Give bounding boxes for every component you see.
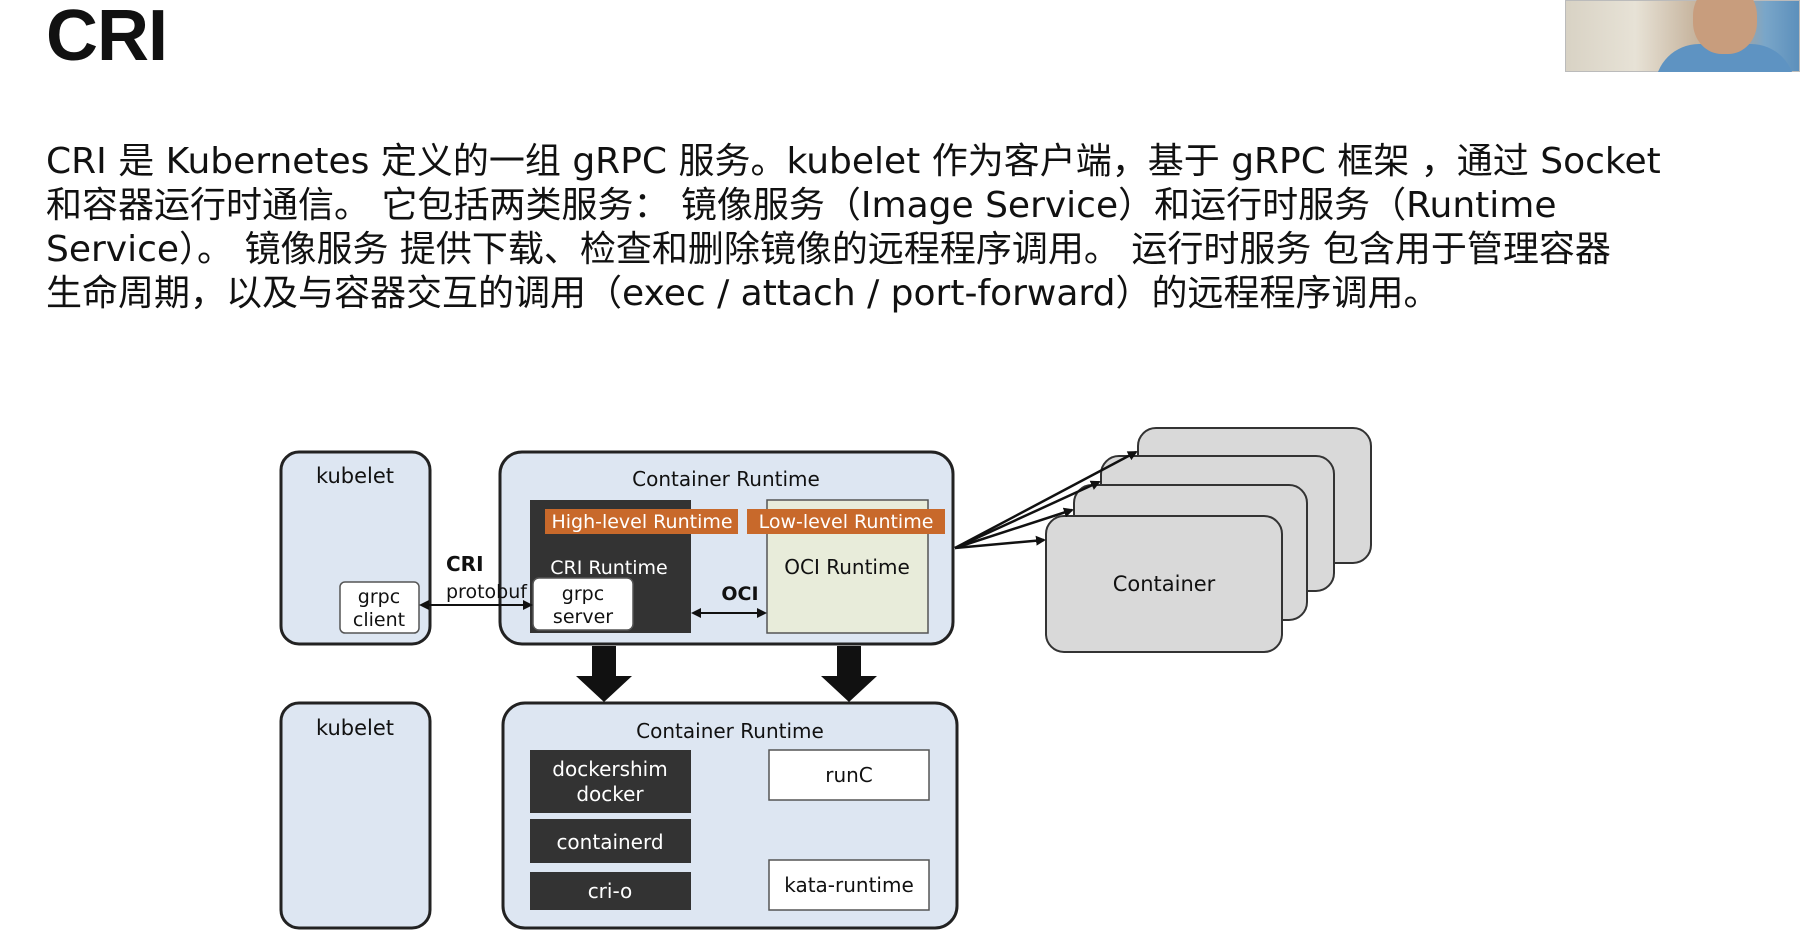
description-paragraph: CRI 是 Kubernetes 定义的一组 gRPC 服务。kubelet 作… [46, 140, 1686, 316]
grpc-client-label: grpc [358, 586, 400, 608]
container-runtime-title-bottom: Container Runtime [636, 719, 824, 743]
description-line: 和容器运行时通信。 它包括两类服务： 镜像服务（Image Service）和运… [46, 185, 1557, 226]
low-level-runtime-label: Low-level Runtime [759, 511, 934, 533]
dockershim-box [530, 750, 691, 813]
description-line: CRI 是 Kubernetes 定义的一组 gRPC 服务。kubelet 作… [46, 141, 1661, 182]
container-fan-arrow [954, 535, 1046, 550]
high-level-runtime-label: High-level Runtime [551, 511, 732, 533]
kata-runtime-box [768, 859, 930, 911]
container-card-front [1045, 515, 1283, 653]
grpc-server-label: grpc [562, 583, 604, 605]
docker-label: docker [576, 782, 644, 806]
down-arrow-left [576, 646, 632, 702]
container-label: Container [1113, 572, 1216, 596]
grpc-server-box [532, 577, 634, 631]
low-level-runtime-banner [747, 509, 945, 534]
kata-runtime-label: kata-runtime [784, 873, 914, 897]
runc-box [768, 749, 930, 801]
container-runtime-title-top: Container Runtime [632, 467, 820, 491]
grpc-server-label: server [553, 606, 613, 628]
kubelet-label-top: kubelet [316, 464, 394, 488]
runc-label: runC [825, 763, 873, 787]
high-level-runtime-banner [545, 509, 738, 534]
container-fan-arrow [954, 450, 1138, 550]
oci-runtime-label: OCI Runtime [784, 555, 910, 579]
grpc-client-label: client [353, 609, 405, 631]
cri-o-label: cri-o [588, 879, 633, 903]
protobuf-label: protobuf [446, 581, 528, 603]
cri-o-box [530, 872, 691, 910]
cri-runtime-label: CRI Runtime [550, 557, 667, 579]
presenter-webcam-thumbnail [1565, 0, 1800, 72]
description-line: Service）。 镜像服务 提供下载、检查和删除镜像的远程程序调用。 运行时服… [46, 229, 1611, 270]
oci-protocol-label: OCI [721, 583, 758, 605]
containerd-box [530, 819, 691, 863]
container-fan-arrow [954, 507, 1074, 550]
containerd-label: containerd [556, 830, 663, 854]
kubelet-panel-bottom [279, 701, 432, 930]
container-fan-arrow [954, 480, 1101, 550]
slide-title: CRI [46, 0, 168, 76]
dockershim-label: dockershim [552, 757, 667, 781]
down-arrow-right [821, 646, 877, 702]
description-line: 生命周期，以及与容器交互的调用（exec / attach / port-for… [46, 273, 1440, 314]
cri-protocol-label: CRI [446, 552, 484, 576]
kubelet-label-bottom: kubelet [316, 716, 394, 740]
